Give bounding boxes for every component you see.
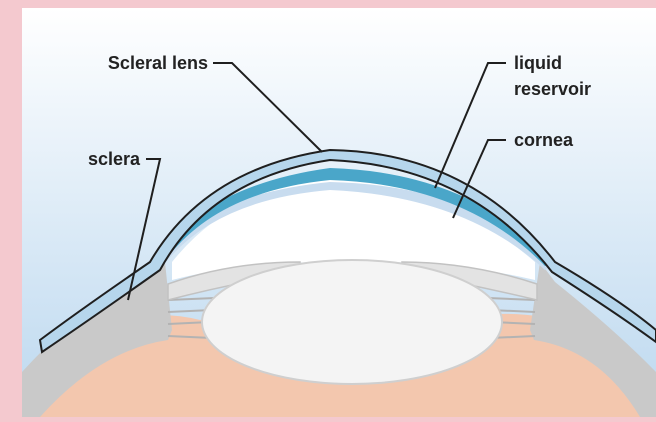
label-liquid-reservoir-line1: liquid — [514, 53, 562, 73]
label-scleral-lens: Scleral lens — [108, 53, 208, 73]
label-liquid-reservoir-line2: reservoir — [514, 79, 591, 99]
crystalline-lens — [202, 260, 502, 384]
label-cornea: cornea — [514, 130, 574, 150]
label-sclera: sclera — [88, 149, 141, 169]
